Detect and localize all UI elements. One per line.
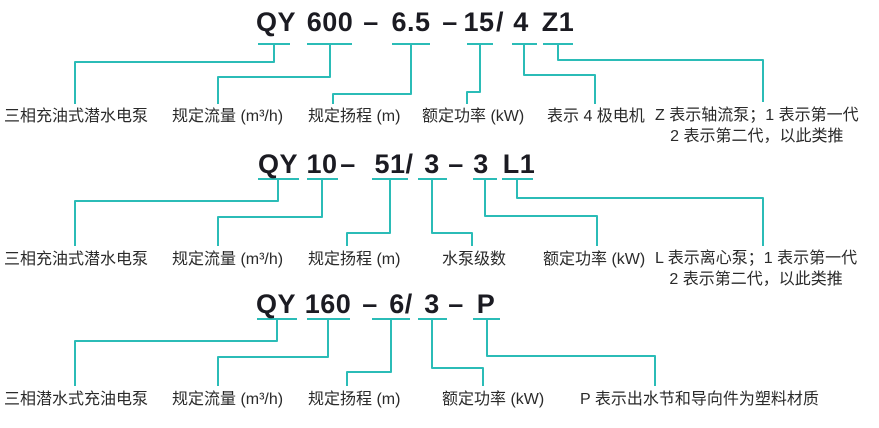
row1-connector-15 — [466, 44, 481, 104]
row2-label-pump-type: 三相充油式潜水电泵 — [4, 251, 149, 268]
row1-model-token-6.5: 6.5 — [391, 7, 431, 37]
row1-model-token-z1: Z1 — [541, 7, 575, 37]
row2-label-rated-power: 额定功率 (kW) — [543, 251, 646, 268]
row1-connector-4 — [523, 44, 596, 104]
row2-note-line1: L 表示离心泵；1 表示第一代 — [655, 250, 858, 267]
row3-label-rated-power: 额定功率 (kW) — [442, 391, 545, 408]
row2-label-rated-head: 规定扬程 (m) — [308, 251, 401, 268]
row3-connector-qy — [74, 319, 278, 386]
row3-connector-p — [486, 319, 656, 386]
row1-connector-z1 — [557, 44, 764, 102]
row1-connector-6.5 — [332, 44, 412, 104]
row1-label-pump-type: 三相充油式潜水电泵 — [4, 108, 149, 125]
row2-connector-qy — [74, 179, 279, 246]
row2-label-rated-flow: 规定流量 (m³/h) — [172, 251, 284, 268]
row2-model-token-51: 51/ — [374, 149, 414, 179]
row2-model-token-3b: 3 — [473, 149, 489, 179]
row3-connector-6 — [346, 319, 392, 386]
row3-connector-160 — [217, 319, 329, 386]
row3-label-pump-type: 三相潜水式充油电泵 — [4, 391, 149, 408]
row2-model-token-10: 10 — [306, 149, 338, 179]
row3-model-token-dash2: – — [448, 289, 464, 319]
row2-note-line2: 2 表示第二代，以此类推 — [669, 271, 843, 288]
row1-note-variant: Z 表示轴流泵；1 表示第一代 2 表示第二代，以此类推 — [655, 105, 859, 147]
row3-label-rated-flow: 规定流量 (m³/h) — [172, 391, 284, 408]
row2-model-token-qy: QY — [257, 149, 299, 179]
row1-connector-600 — [217, 44, 331, 104]
row1-model-token-4: 4 — [513, 7, 529, 37]
row3-note-line1: P 表示出水节和导向件为塑料材质 — [580, 391, 819, 408]
row3-model-token-qy: QY — [255, 289, 297, 319]
row1-label-rated-head: 规定扬程 (m) — [308, 108, 401, 125]
row2-model-token-3a: 3 — [424, 149, 440, 179]
row1-model-token-dash2: – — [442, 7, 458, 37]
row3-note-material: P 表示出水节和导向件为塑料材质 — [580, 389, 819, 410]
row3-connector-3 — [431, 319, 484, 386]
row2-model-token-dash2: – — [448, 149, 464, 179]
row2-connector-3a — [431, 179, 473, 246]
row2-connector-l1 — [516, 179, 764, 246]
row1-model-token-qy: QY — [255, 7, 297, 37]
row1-connector-qy — [74, 44, 275, 104]
row3-model-token-dash1: – — [362, 289, 378, 319]
row1-model-token-dash1: – — [363, 7, 379, 37]
row1-model-token-600: 600 — [306, 7, 354, 37]
row2-label-pump-stages: 水泵级数 — [442, 251, 507, 268]
row3-model-token-3: 3 — [424, 289, 440, 319]
row1-note-line1: Z 表示轴流泵；1 表示第一代 — [655, 107, 859, 124]
row1-label-rated-power: 额定功率 (kW) — [422, 108, 525, 125]
row1-label-motor-poles: 表示 4 极电机 — [547, 108, 645, 125]
row1-model-token-15: 15 — [463, 7, 495, 37]
row2-model-token-l1: L1 — [502, 149, 536, 179]
row2-connector-51 — [346, 179, 391, 246]
row3-label-rated-head: 规定扬程 (m) — [308, 391, 401, 408]
row1-model-token-slash: / — [495, 7, 505, 37]
row2-model-token-dash1: – — [340, 149, 356, 179]
row2-connector-3b — [484, 179, 598, 246]
row2-note-variant: L 表示离心泵；1 表示第一代 2 表示第二代，以此类推 — [655, 248, 857, 290]
row2-connector-10 — [217, 179, 323, 246]
row3-model-token-p: P — [476, 289, 496, 319]
row3-model-token-160: 160 — [304, 289, 352, 319]
row1-label-rated-flow: 规定流量 (m³/h) — [172, 108, 284, 125]
row3-model-token-6: 6/ — [389, 289, 413, 319]
row1-note-line2: 2 表示第二代，以此类推 — [670, 128, 844, 145]
